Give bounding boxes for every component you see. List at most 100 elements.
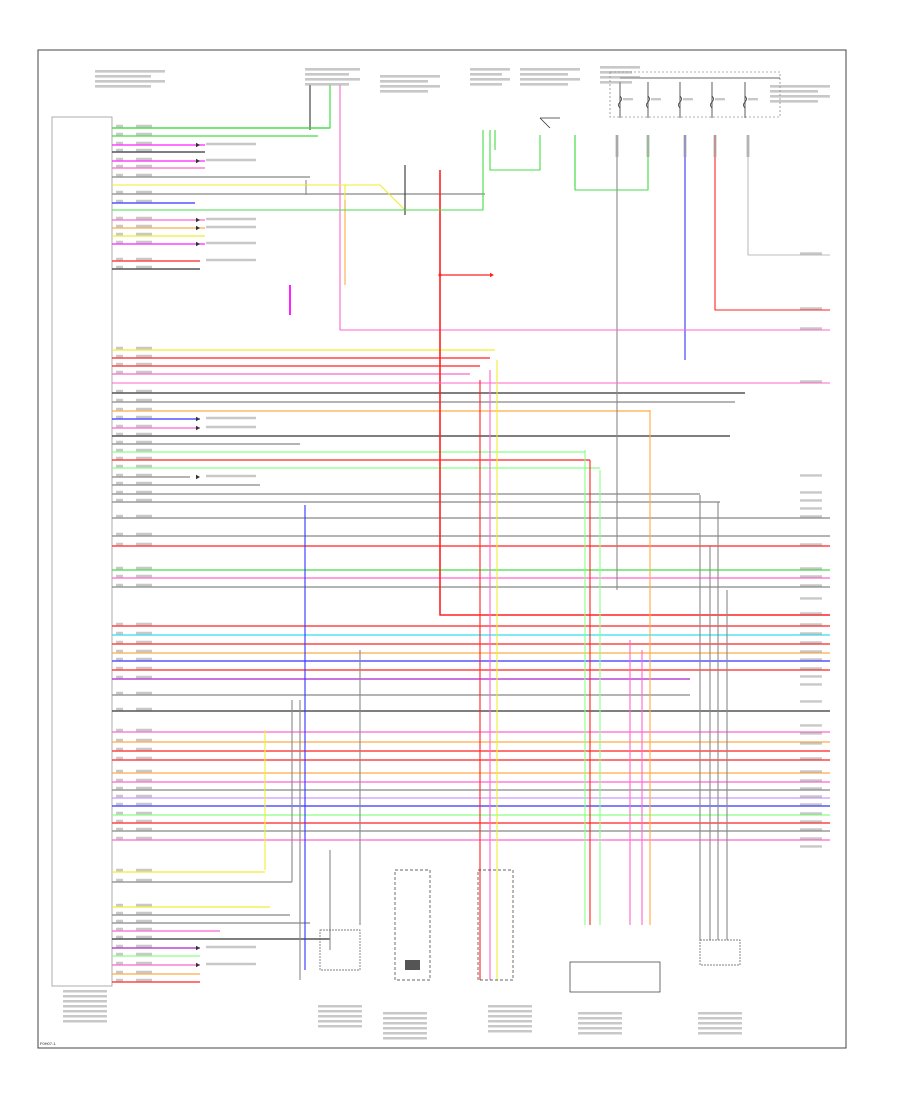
control-module-box [51, 116, 113, 987]
right-wire-label [800, 641, 822, 644]
component-caption [488, 1020, 532, 1023]
pin-number-label [116, 756, 123, 760]
wire-color-label [136, 490, 152, 494]
right-wire-label [800, 732, 822, 735]
pin-number-label [116, 389, 123, 393]
wire-color-label [136, 566, 152, 570]
component-caption [578, 1032, 622, 1035]
right-wire-label [800, 787, 822, 790]
fuse-rating-label [683, 98, 693, 101]
throttle-motor [405, 960, 420, 970]
pin-number-label [116, 224, 123, 228]
right-wire-label [800, 658, 822, 661]
footer-code: F0H07-1 [40, 1041, 56, 1046]
wire-color-label [136, 961, 152, 965]
pin-number-label [116, 728, 123, 732]
pin-number-label [116, 199, 123, 203]
system-note-label [206, 474, 256, 478]
junction-connector-text [305, 73, 349, 76]
lower-sensor-text [470, 78, 510, 81]
wire-color-label [136, 173, 152, 177]
fuse-rating-label [623, 98, 633, 101]
wire-color-label [136, 481, 152, 485]
right-ground-connector [699, 939, 741, 966]
sensor-wire [574, 135, 648, 191]
component-caption [63, 1015, 107, 1018]
component-caption [488, 1015, 532, 1018]
wire-color-label [136, 811, 152, 815]
pin-number-label [116, 424, 123, 428]
fuse-relay-box-label-text [600, 76, 640, 79]
wire-color-label [136, 819, 152, 823]
left-front-ground-text [95, 70, 165, 73]
system-note-label [206, 962, 256, 966]
relay-box-right-text [770, 95, 830, 98]
wire-color-label [136, 903, 152, 907]
connector-wire [339, 85, 830, 331]
wire-color-label [136, 786, 152, 790]
wire-color-label [136, 190, 152, 194]
right-wire-label [800, 632, 822, 635]
diagram-border [37, 49, 847, 1049]
system-note-label [206, 158, 256, 162]
right-wire-label [800, 567, 822, 570]
wire-color-label [136, 691, 152, 695]
fuse-output-wire [574, 135, 649, 191]
pin-number-label [116, 490, 123, 494]
lower-sensor-text [470, 73, 502, 76]
wire-color-label [136, 265, 152, 269]
pin-number-label [116, 952, 123, 956]
connector-arrow [196, 142, 200, 148]
wire-color-label [136, 240, 152, 244]
pin-number-label [116, 265, 123, 269]
wire-color-label [136, 148, 152, 152]
fuse-box-outline [609, 71, 781, 118]
right-wire-label [800, 380, 822, 383]
sensor-unit-top-text [380, 80, 428, 83]
wire-color-label [136, 532, 152, 536]
right-wire-label [800, 779, 822, 782]
sensor-wire [112, 130, 484, 211]
connector-arrow [196, 158, 200, 164]
pin-number-label [116, 961, 123, 965]
connector-arrow [196, 217, 200, 223]
sensor-connector-box [477, 869, 514, 981]
pin-number-label [116, 747, 123, 751]
component-caption [578, 1022, 622, 1025]
right-wire-label [800, 770, 822, 773]
pin-number-label [116, 532, 123, 536]
wire-color-label [136, 794, 152, 798]
pin-number-label [116, 738, 123, 742]
pin-number-label [116, 802, 123, 806]
right-wire-label [800, 742, 822, 745]
right-wire-label [800, 683, 822, 686]
wire-color-label [136, 440, 152, 444]
pin-number-label [116, 675, 123, 679]
pin-number-label [116, 148, 123, 152]
pin-number-label [116, 583, 123, 587]
pin-number-label [116, 944, 123, 948]
pin-number-label [116, 164, 123, 168]
diagram-frame [37, 49, 847, 1049]
system-note-label [206, 225, 256, 229]
pin-number-label [116, 827, 123, 831]
pin-number-label [116, 566, 123, 570]
wire-color-label [136, 769, 152, 773]
wire-color-label [136, 354, 152, 358]
connector-arrow [196, 416, 200, 422]
pin-number-label [116, 481, 123, 485]
lower-sensor-text [470, 68, 510, 71]
component-caption [698, 1022, 742, 1025]
wire-color-label [136, 216, 152, 220]
component-caption [488, 1025, 532, 1028]
wire-color-label [136, 631, 152, 635]
right-wire-label [800, 828, 822, 831]
pin-number-label [116, 354, 123, 358]
wire-color-label [136, 424, 152, 428]
junction-connector-text [305, 78, 360, 81]
fuse-output-wire [747, 135, 830, 256]
right-wire-label [800, 724, 822, 727]
junction-connector-text [305, 83, 349, 86]
pin-number-label [116, 173, 123, 177]
